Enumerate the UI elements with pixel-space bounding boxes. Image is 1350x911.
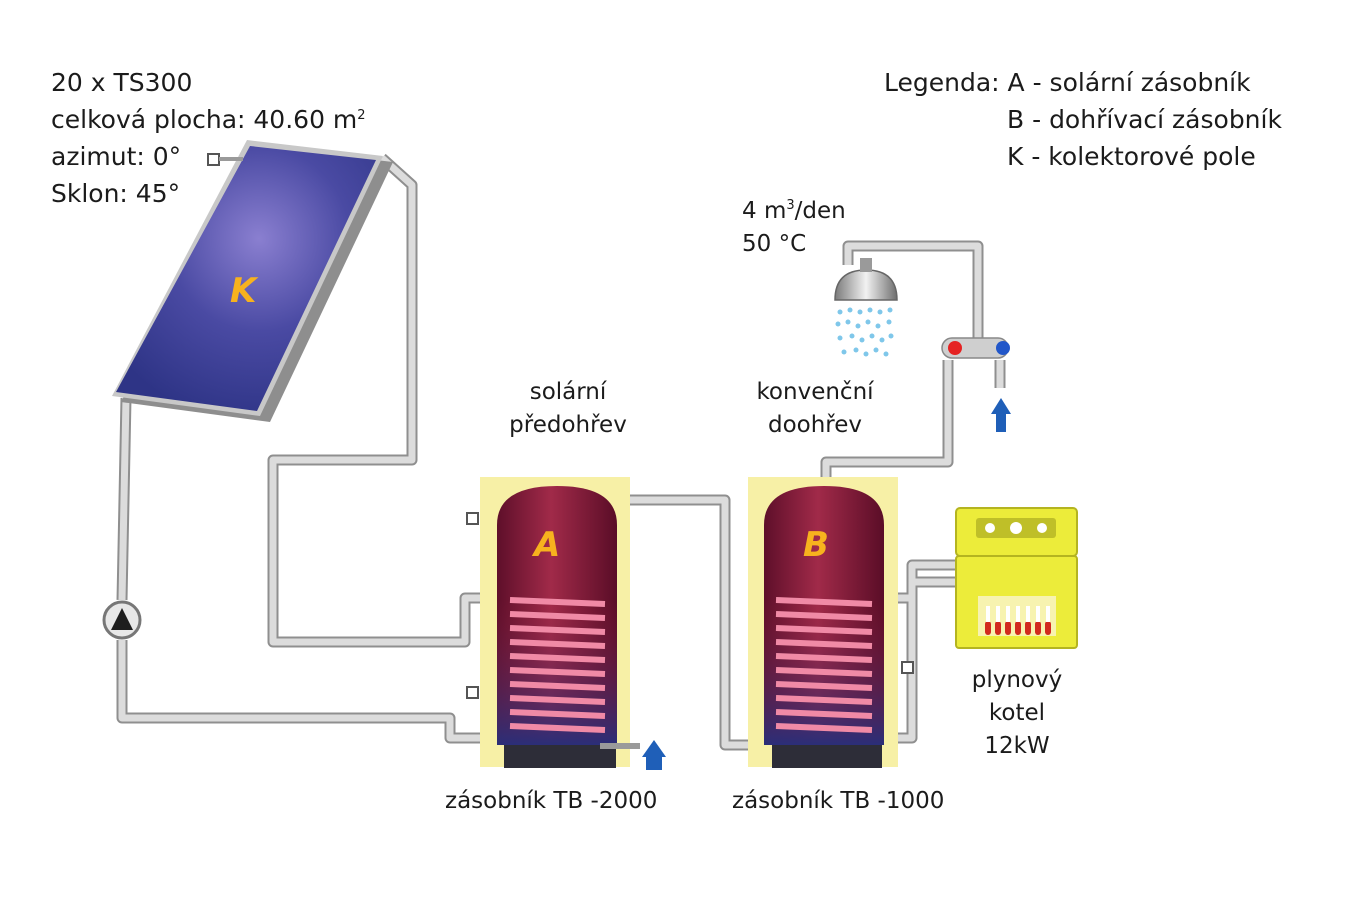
legend-item-a: A - solární zásobník — [1007, 68, 1251, 97]
collector-azimuth: azimut: 0° — [51, 142, 182, 171]
cold-tap-icon — [996, 341, 1010, 355]
arrow-up-icon — [996, 412, 1006, 432]
collector-tilt: Sklon: 45° — [51, 179, 181, 208]
tank-a: A — [466, 477, 630, 768]
collector-count: 20 x TS300 — [51, 68, 193, 97]
legend-item-k: K - kolektorové pole — [1007, 142, 1256, 171]
cold-water-inlet — [991, 398, 1011, 432]
tank-a-sensor-top-icon — [466, 512, 479, 525]
arrow-up-icon — [646, 755, 662, 770]
collector-letter: K — [230, 271, 259, 311]
boiler-label: plynový kotel 12kW — [971, 667, 1063, 759]
collector-info: 20 x TS300 celková plocha: 40.60 m2 azim… — [51, 64, 366, 212]
tank-a-sensor-bottom-icon — [466, 686, 479, 699]
mixing-valve — [941, 337, 1010, 359]
consumption-temperature: 50 °C — [742, 231, 807, 257]
tank-b-letter: B — [803, 525, 829, 565]
tank-a-name: zásobník TB -2000 — [445, 788, 658, 814]
tank-b-name: zásobník TB -1000 — [732, 788, 945, 814]
pump-icon — [102, 600, 142, 640]
tank-a-letter: A — [531, 525, 560, 565]
shower-icon — [834, 258, 898, 357]
legend-item-b: B - dohřívací zásobník — [1007, 105, 1282, 134]
collector-area: celková plocha: 40.60 m2 — [51, 105, 366, 134]
tank-b: B — [748, 477, 914, 768]
solar-preheat-label: solární předohřev — [509, 379, 627, 438]
solar-collector: K — [112, 140, 393, 422]
legend-title: Legenda: — [884, 68, 1000, 97]
consumption-volume: 4 m3/den — [742, 198, 846, 224]
tank-b-sensor-icon — [901, 661, 914, 674]
tank-a-cold-inlet — [600, 740, 666, 770]
hot-tap-icon — [948, 341, 962, 355]
consumption-info: 4 m3/den 50 °C — [742, 195, 846, 261]
gas-boiler — [955, 507, 1078, 649]
legend: Legenda: A - solární zásobník B - dohřív… — [884, 64, 1282, 175]
conventional-reheat-label: konvenční doohřev — [756, 379, 874, 438]
